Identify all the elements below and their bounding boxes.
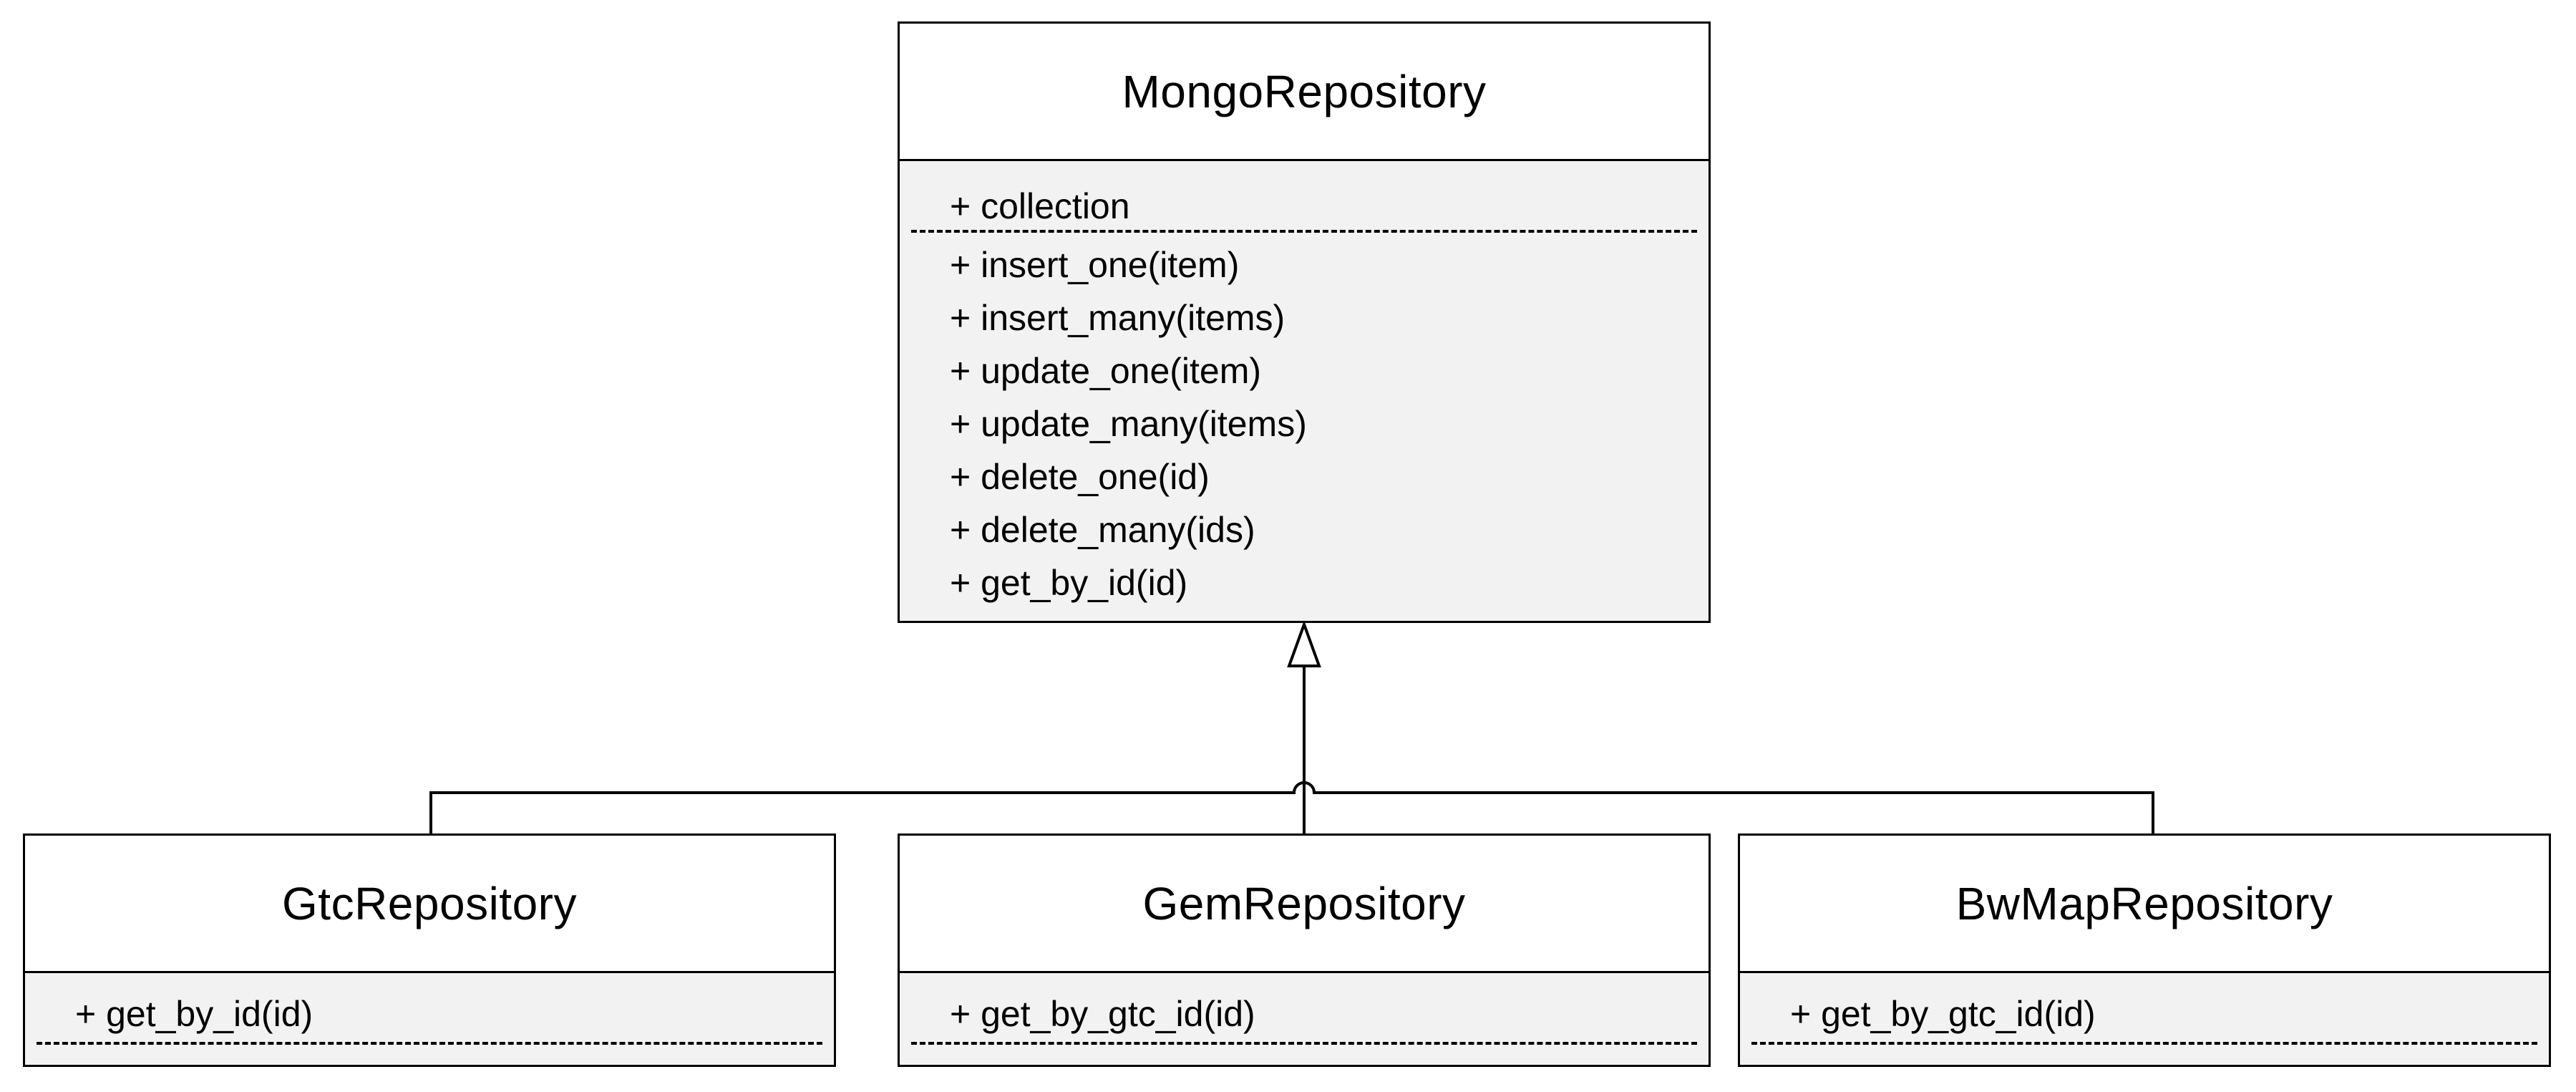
inheritance-bus-line (429, 781, 2154, 834)
operation: + update_many(items) (950, 404, 1307, 444)
class-body: + get_by_id(id) (25, 973, 834, 1065)
class-name: GtcRepository (25, 836, 834, 973)
operation: + insert_one(item) (950, 245, 1240, 285)
class-body: + get_by_gtc_id(id) (1740, 973, 2549, 1065)
operation: + delete_one(id) (950, 457, 1210, 497)
member: + get_by_gtc_id(id) (950, 994, 1255, 1034)
attribute: + collection (950, 186, 1130, 226)
members-compartment: + get_by_gtc_id(id) (1740, 973, 2549, 1042)
operations-compartment: + insert_one(item) + insert_many(items) … (900, 233, 1709, 609)
inheritance-arrowhead-icon (1287, 620, 1321, 667)
compartment-divider (911, 230, 1697, 233)
compartment-divider (37, 1042, 822, 1045)
operation: + update_one(item) (950, 351, 1262, 391)
class-gem-repository[interactable]: GemRepository + get_by_gtc_id(id) (898, 834, 1711, 1067)
operation: + get_by_id(id) (950, 563, 1188, 603)
class-name: MongoRepository (900, 24, 1709, 161)
class-name: BwMapRepository (1740, 836, 2549, 973)
operation: + insert_many(items) (950, 298, 1285, 338)
class-name: GemRepository (900, 836, 1709, 973)
class-gtc-repository[interactable]: GtcRepository + get_by_id(id) (23, 834, 836, 1067)
class-mongo-repository[interactable]: MongoRepository + collection + insert_on… (898, 21, 1711, 623)
compartment-divider (1751, 1042, 2537, 1045)
class-bwmap-repository[interactable]: BwMapRepository + get_by_gtc_id(id) (1738, 834, 2551, 1067)
operation: + delete_many(ids) (950, 510, 1255, 550)
members-compartment: + get_by_id(id) (25, 973, 834, 1042)
class-body: + collection + insert_one(item) + insert… (900, 161, 1709, 621)
members-compartment: + get_by_gtc_id(id) (900, 973, 1709, 1042)
member: + get_by_id(id) (75, 994, 314, 1034)
class-body: + get_by_gtc_id(id) (900, 973, 1709, 1065)
member: + get_by_gtc_id(id) (1790, 994, 2096, 1034)
attributes-compartment: + collection (900, 161, 1709, 230)
compartment-divider (911, 1042, 1697, 1045)
